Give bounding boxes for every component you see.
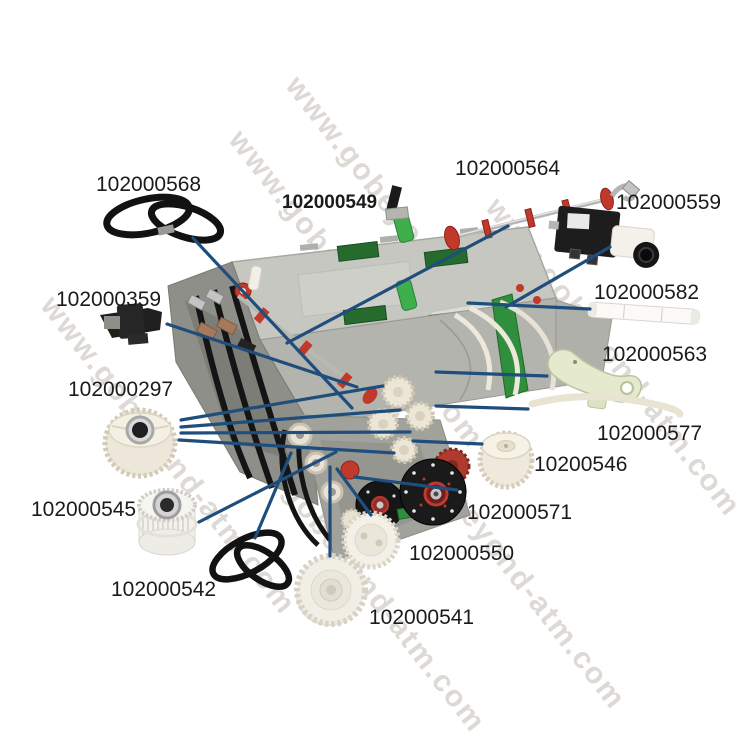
leader-line-102000564 xyxy=(285,224,510,345)
red-knob xyxy=(516,284,524,292)
leader-line-102000297 xyxy=(179,408,402,429)
part-timing-belt-102000542 xyxy=(209,529,293,590)
leader-line-102000297 xyxy=(177,438,396,455)
part-guide-shaft-102000564 xyxy=(444,179,641,251)
part-timing-belt-102000568 xyxy=(103,193,225,244)
internal-tubes xyxy=(439,299,557,401)
internal-belts xyxy=(193,285,298,496)
leader-line-102000568 xyxy=(191,236,354,410)
leader-line-102000545 xyxy=(197,450,338,524)
red-wheel xyxy=(340,460,360,480)
part-curved-tube-102000577 xyxy=(528,393,684,418)
leader-line-102000577 xyxy=(434,404,530,411)
part-label-102000577: 102000577 xyxy=(597,422,703,445)
part-label-102000550: 102000550 xyxy=(409,542,515,565)
part-spur-gear-102000550 xyxy=(341,510,401,570)
part-label-102000568: 102000568 xyxy=(96,173,202,196)
leader-line-102000550 xyxy=(335,467,373,517)
leader-line-10200546 xyxy=(411,439,484,446)
red-knob xyxy=(533,296,541,304)
metal-bracket xyxy=(384,206,410,221)
black-lever xyxy=(386,185,402,213)
part-sensor-bracket-102000359 xyxy=(100,303,162,345)
part-label-102000541: 102000541 xyxy=(369,606,475,629)
part-spur-gear-102000541 xyxy=(294,553,368,627)
belt-label-tag xyxy=(157,224,175,236)
part-label-102000571: 102000571 xyxy=(467,501,573,524)
part-label-102000297: 102000297 xyxy=(68,378,174,401)
part-drive-gear-10200546 xyxy=(477,430,535,490)
part-label-102000549: 102000549 xyxy=(282,192,378,213)
part-solenoid-102000559 xyxy=(548,205,660,268)
part-label-102000359: 102000359 xyxy=(56,288,162,311)
part-label-102000542: 102000542 xyxy=(111,578,217,601)
part-label-102000582: 102000582 xyxy=(594,281,700,304)
leader-lines xyxy=(165,224,612,558)
panel-notch xyxy=(299,243,319,251)
leader-line-102000571 xyxy=(353,475,459,492)
part-roller-tube-102000582 xyxy=(587,301,701,325)
leader-line-102000297 xyxy=(179,430,412,435)
leader-line-102000563 xyxy=(434,370,549,378)
leader-line-102000359 xyxy=(165,322,359,389)
panel-notch xyxy=(379,235,399,243)
leader-line-102000542 xyxy=(253,451,293,540)
part-label-10200546: 10200546 xyxy=(534,453,628,476)
leader-line-102000297 xyxy=(179,384,385,422)
part-label-102000545: 102000545 xyxy=(31,498,137,521)
white-latch xyxy=(248,265,262,291)
mounted-shaft xyxy=(236,294,378,404)
part-label-102000559: 102000559 xyxy=(616,191,722,214)
part-toothed-pulley-102000545 xyxy=(136,488,198,556)
leader-line-102000559 xyxy=(504,245,612,309)
part-label-102000564: 102000564 xyxy=(455,157,561,180)
part-label-102000563: 102000563 xyxy=(602,343,708,366)
part-gear-pulley-102000297 xyxy=(102,407,178,479)
part-encoder-disc-102000571 xyxy=(399,458,467,526)
leader-line-102000582 xyxy=(466,301,592,311)
